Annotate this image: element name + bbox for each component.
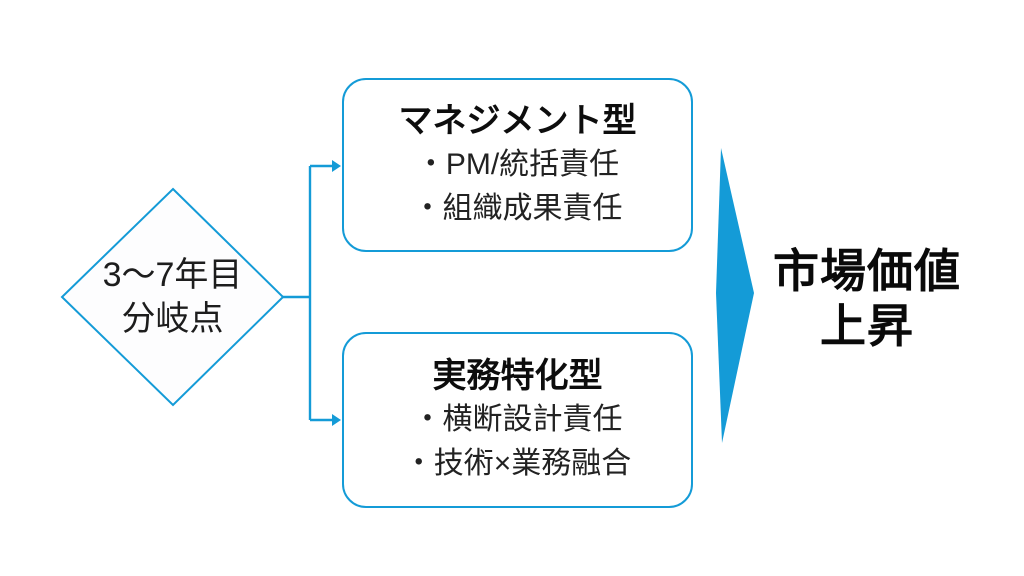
branch-title: 実務特化型 [432, 357, 603, 395]
big-right-arrow-icon [716, 148, 754, 443]
arrowhead-bottom-icon [332, 414, 341, 426]
branch-box-specialist: 実務特化型 ・横断設計責任 ・技術×業務融合 [342, 332, 693, 508]
result-line-2: 上昇 [820, 300, 914, 352]
result-label: 市場価値 上昇 [760, 244, 974, 354]
result-line-1: 市場価値 [773, 245, 961, 297]
branch-bullet: ・組織成果責任 [412, 192, 623, 225]
arrowhead-top-icon [332, 160, 341, 172]
branch-title: マネジメント型 [398, 102, 637, 140]
branch-bullet: ・横断設計責任 [412, 403, 623, 436]
branch-box-management: マネジメント型 ・PM/統括責任 ・組織成果責任 [342, 78, 693, 252]
decision-diamond-shape [60, 187, 285, 407]
decision-diamond-label: 3〜7年目 分岐点 [62, 189, 283, 405]
branch-bullet: ・技術×業務融合 [403, 447, 632, 480]
branch-bullet: ・PM/統括責任 [415, 148, 620, 181]
decision-line-1: 3〜7年目 [102, 256, 243, 294]
decision-line-2: 分岐点 [121, 300, 224, 338]
